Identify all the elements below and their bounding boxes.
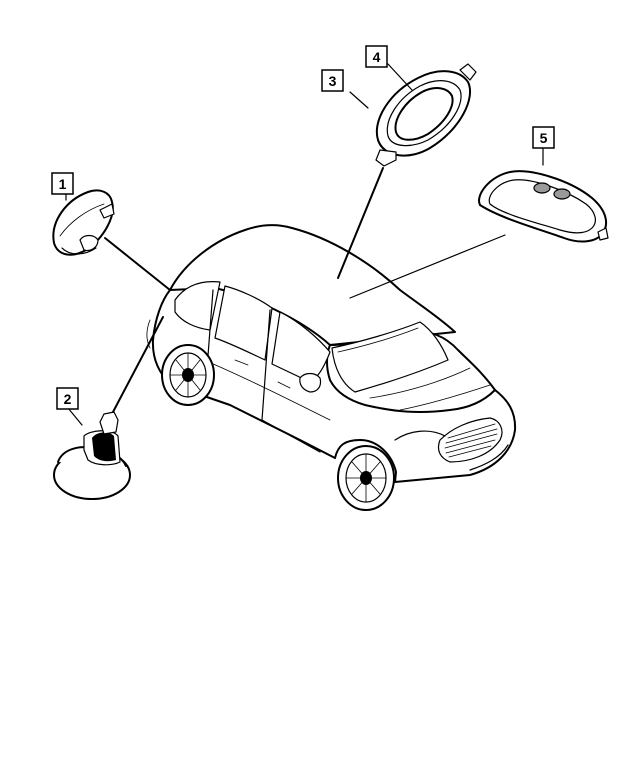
- part-1-lamp: [52, 189, 115, 256]
- callout-4: 4: [365, 45, 388, 68]
- callout-5: 5: [532, 126, 555, 149]
- callout-1-label: 1: [59, 176, 67, 192]
- part-5-console: [478, 170, 609, 243]
- callout-2: 2: [56, 387, 79, 410]
- callout-1: 1: [51, 172, 74, 195]
- part-3-4-lamp: [375, 63, 477, 167]
- rear-wheel: [161, 344, 215, 406]
- vehicle-illustration: [146, 224, 517, 511]
- callout-3: 3: [321, 69, 344, 92]
- callout-5-label: 5: [540, 130, 548, 146]
- callout-4-label: 4: [373, 49, 381, 65]
- part-2-lamp: [53, 411, 131, 500]
- leader-lines: [65, 63, 544, 426]
- front-wheel: [337, 445, 395, 511]
- callout-2-label: 2: [64, 391, 72, 407]
- callout-3-label: 3: [329, 73, 337, 89]
